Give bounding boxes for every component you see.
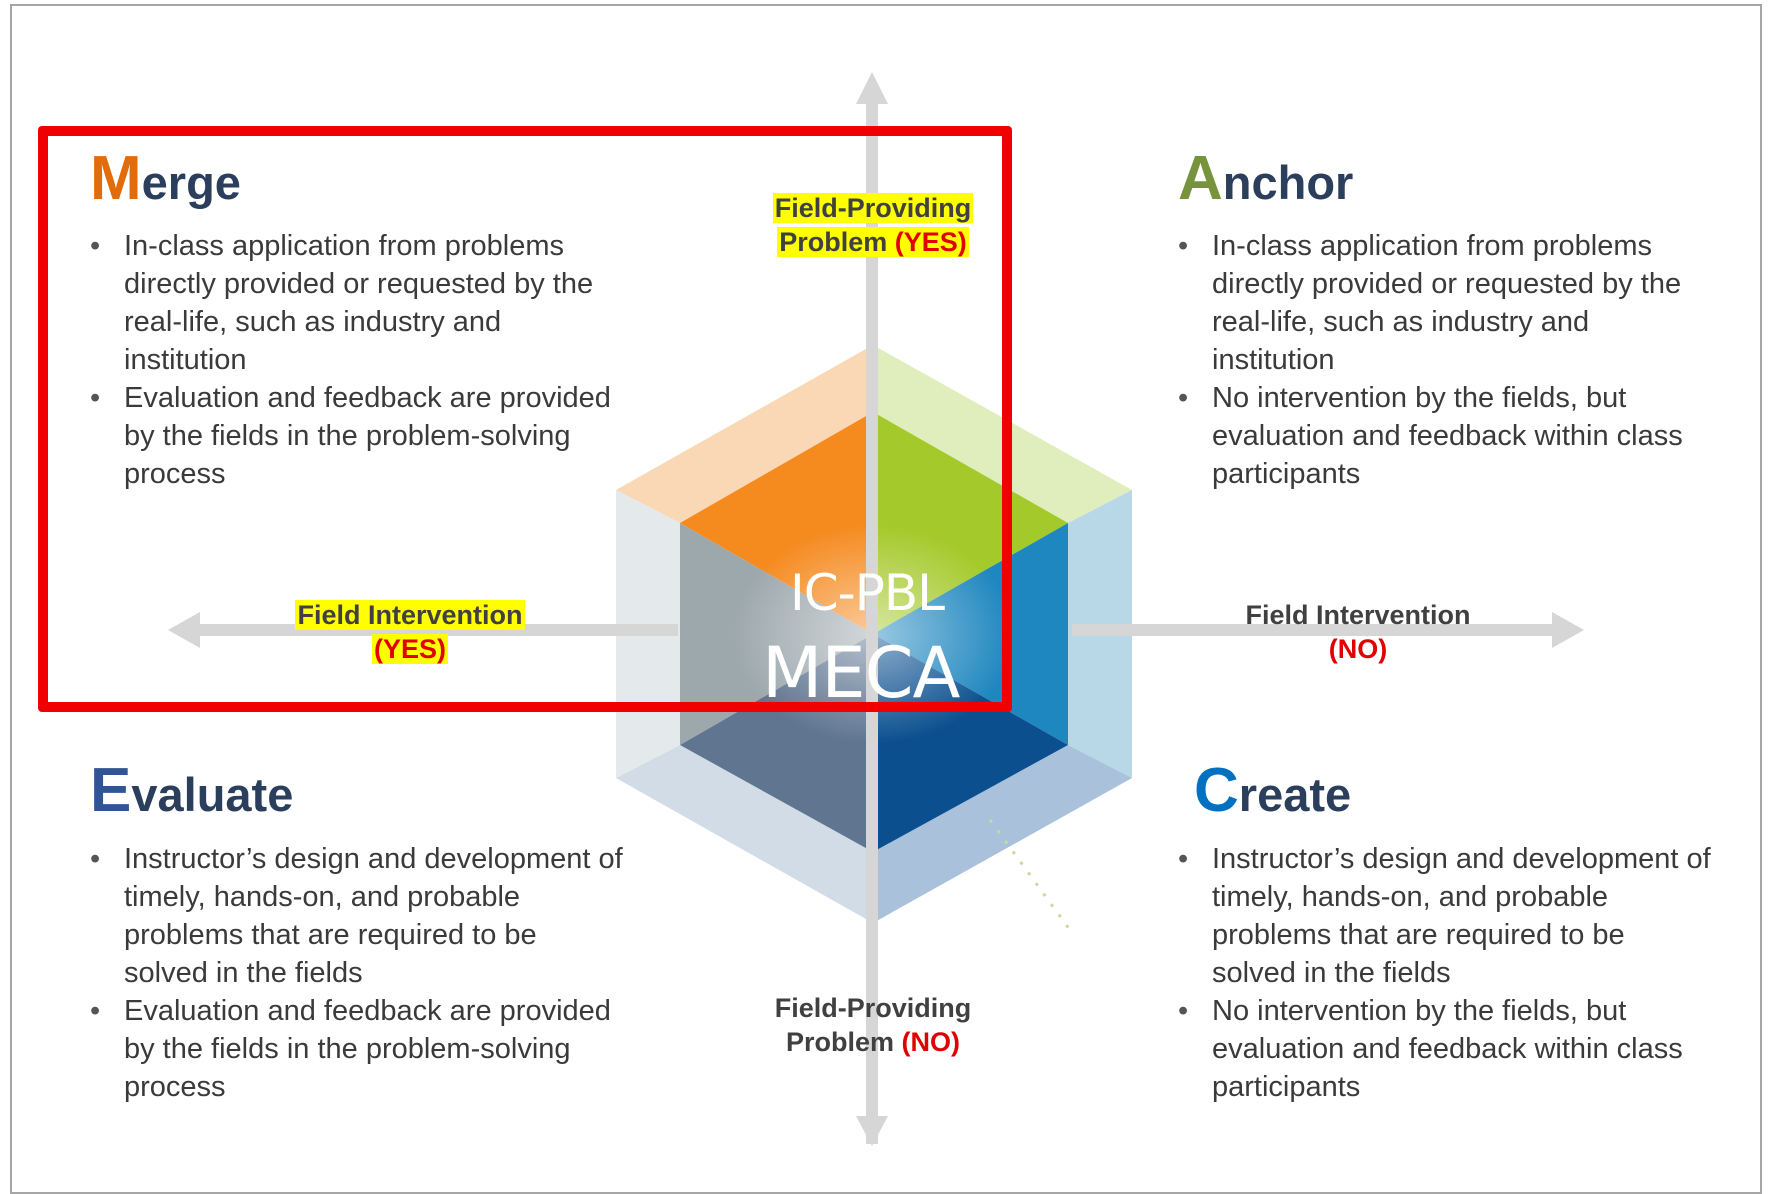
create-title-initial: C xyxy=(1194,756,1239,825)
hexagon-label-ic-pbl: IC-PBL xyxy=(790,564,945,622)
create-bullet-list: Instructor’s design and development of t… xyxy=(1176,840,1716,1106)
merge-title-rest: erge xyxy=(141,156,241,209)
evaluate-title-initial: E xyxy=(90,756,132,825)
axis-label-bottom: Field-Providing Problem (NO) xyxy=(748,991,998,1059)
axis-label-bottom-line2: Problem xyxy=(785,1027,895,1057)
vertical-axis xyxy=(856,72,888,1146)
axis-label-top: Field-Providing Problem (YES) xyxy=(748,191,998,259)
evaluate-title: Evaluate xyxy=(90,760,293,822)
merge-title: Merge xyxy=(90,148,241,210)
axis-label-left: Field Intervention (YES) xyxy=(270,598,550,666)
axis-label-top-line2: Problem xyxy=(779,227,888,257)
create-bullet: Instructor’s design and development of t… xyxy=(1176,840,1716,992)
outer-face-bottom-left xyxy=(616,745,873,923)
create-bullet: No intervention by the fields, but evalu… xyxy=(1176,992,1716,1106)
axis-label-right-value: (NO) xyxy=(1328,634,1388,664)
arrow-down-icon xyxy=(856,1116,888,1146)
arrow-up-icon xyxy=(856,72,888,104)
axis-label-top-line1: Field-Providing xyxy=(772,193,974,223)
axis-label-right-line1: Field Intervention xyxy=(1245,600,1471,630)
merge-bullet: Evaluation and feedback are provided by … xyxy=(88,379,628,493)
anchor-title-initial: A xyxy=(1178,144,1223,213)
outer-face-top-left xyxy=(616,345,873,523)
merge-bullet: In-class application from problems direc… xyxy=(88,227,628,379)
anchor-bullet: In-class application from problems direc… xyxy=(1176,227,1716,379)
anchor-bullet-list: In-class application from problems direc… xyxy=(1176,227,1716,493)
anchor-title: Anchor xyxy=(1178,148,1353,210)
outer-face-bottom-right xyxy=(873,745,1132,923)
evaluate-bullet: Instructor’s design and development of t… xyxy=(88,840,628,992)
axis-label-top-value: (YES) xyxy=(894,227,967,257)
anchor-title-rest: nchor xyxy=(1222,156,1354,209)
anchor-bullet: No intervention by the fields, but evalu… xyxy=(1176,379,1716,493)
merge-highlight-box xyxy=(38,126,1012,712)
create-title: Create xyxy=(1194,760,1351,822)
arrow-right-icon xyxy=(1552,612,1584,648)
evaluate-bullet: Evaluation and feedback are provided by … xyxy=(88,992,628,1106)
evaluate-title-rest: valuate xyxy=(131,768,294,821)
create-title-rest: reate xyxy=(1238,768,1352,821)
axis-label-left-line1: Field Intervention xyxy=(295,600,525,630)
axis-label-right: Field Intervention (NO) xyxy=(1218,598,1498,666)
hexagon-label-meca: MECA xyxy=(762,632,960,714)
evaluate-bullet-list: Instructor’s design and development of t… xyxy=(88,840,628,1106)
axis-label-bottom-line1: Field-Providing xyxy=(774,993,972,1023)
axis-label-left-value: (YES) xyxy=(371,634,448,664)
merge-title-initial: M xyxy=(90,144,142,213)
arrow-left-icon xyxy=(168,612,200,648)
merge-bullet-list: In-class application from problems direc… xyxy=(88,227,628,493)
axis-label-bottom-value: (NO) xyxy=(901,1027,961,1057)
